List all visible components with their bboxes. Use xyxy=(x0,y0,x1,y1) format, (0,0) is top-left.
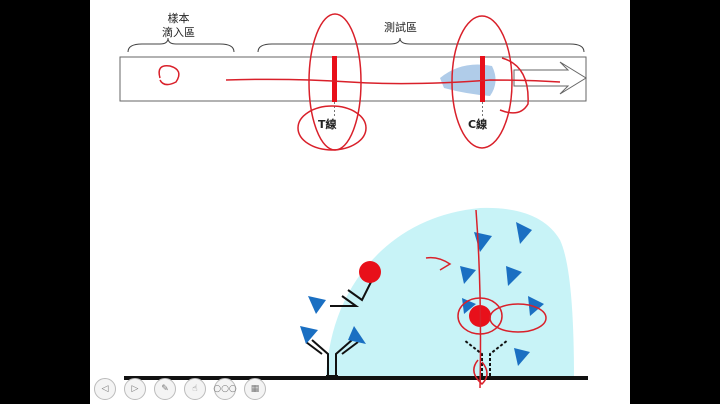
base-ink xyxy=(473,359,488,386)
flow-region xyxy=(326,207,574,378)
pen-tool-button[interactable]: ✎ xyxy=(154,378,176,400)
arrow-ink xyxy=(425,256,452,271)
antigen-triangle xyxy=(516,222,532,244)
test-strip xyxy=(119,56,587,102)
gold-labeled-antibody xyxy=(330,279,373,307)
sample-zone-line2: 滴入區 xyxy=(162,26,195,39)
slide: 樣本 滴入區 測試區 T線 C線 xyxy=(90,0,630,404)
slide-sorter-button[interactable]: ▦ xyxy=(244,378,266,400)
flow-ink-line xyxy=(225,78,561,85)
presentation-toolbar: ◁ ▷ ✎ ☝ ○○○ ▦ xyxy=(94,376,266,402)
next-slide-button[interactable]: ▷ xyxy=(124,378,146,400)
antigen-triangle xyxy=(514,348,530,366)
pointer-button[interactable]: ☝ xyxy=(184,378,206,400)
flow-arrow xyxy=(513,61,587,95)
complex-circle xyxy=(457,297,503,335)
antigen-triangle xyxy=(460,266,476,284)
sample-scribble xyxy=(158,65,180,86)
test-zone-brace xyxy=(257,37,585,53)
diagram-canvas xyxy=(119,13,588,389)
vertical-ink xyxy=(475,209,482,389)
more-options-button[interactable]: ○○○ xyxy=(213,378,237,400)
gold-particle xyxy=(359,261,381,283)
t-label-circle xyxy=(297,105,367,151)
c-arrow-ink xyxy=(499,57,529,114)
t-line-label: T線 xyxy=(318,118,337,131)
antigen-triangle xyxy=(308,296,326,314)
c-line-circle xyxy=(451,15,513,149)
sample-zone-label: 樣本 滴入區 xyxy=(162,12,195,40)
antigen-triangle xyxy=(528,296,544,316)
sample-zone-brace xyxy=(127,37,235,53)
c-line xyxy=(480,56,485,102)
prev-slide-button[interactable]: ◁ xyxy=(94,378,116,400)
membrane-line xyxy=(124,376,588,380)
sample-zone-line1: 樣本 xyxy=(167,12,190,25)
immobilized-antibody-left xyxy=(305,339,359,377)
antigen-triangle xyxy=(300,326,318,344)
test-zone-label: 測試區 xyxy=(384,21,417,34)
t-line xyxy=(332,56,337,102)
antigen-triangle xyxy=(348,326,366,344)
captured-complex xyxy=(463,339,509,376)
antigen-circle xyxy=(489,303,547,333)
antigen-triangle xyxy=(506,266,522,286)
c-line-label: C線 xyxy=(468,118,488,131)
